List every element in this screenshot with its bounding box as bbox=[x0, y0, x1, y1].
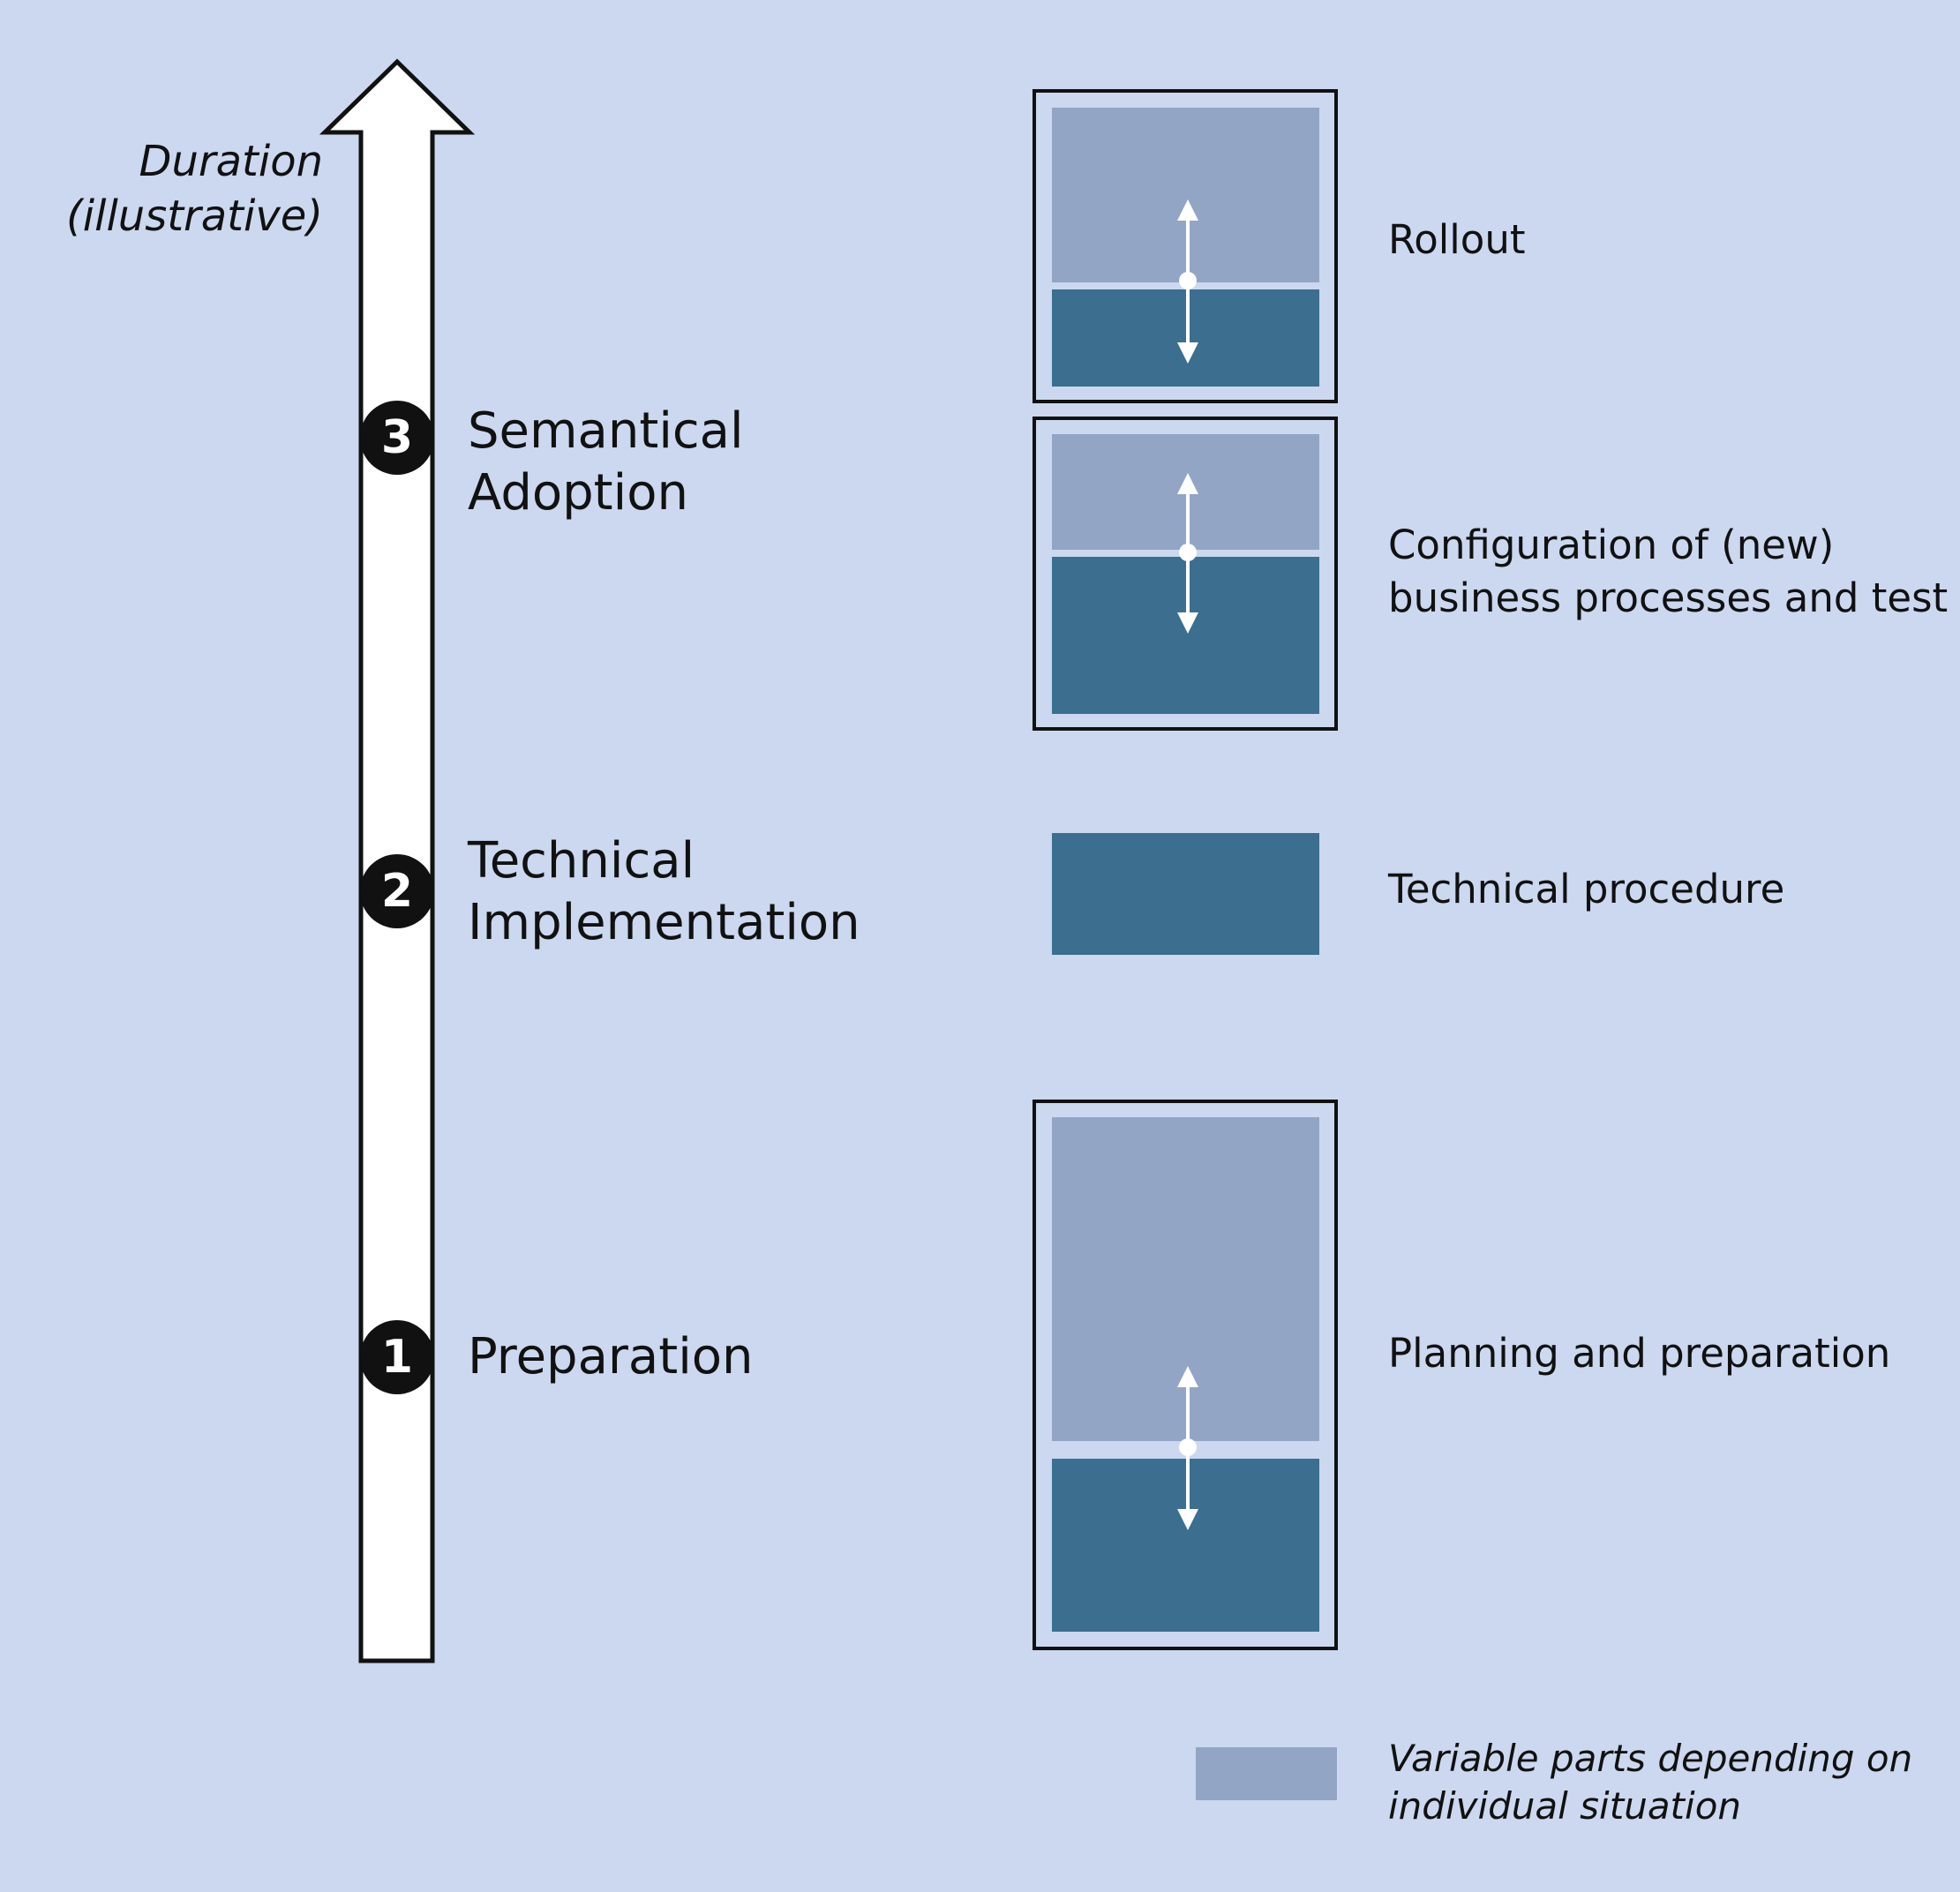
configuration-adjust-arrow bbox=[1177, 473, 1198, 634]
legend-label: Variable parts depending on individual s… bbox=[1388, 1735, 1912, 1830]
phase-badge-2 bbox=[360, 854, 434, 928]
phase-badge-1 bbox=[360, 1320, 434, 1394]
phase-label-3-line1: Semantical bbox=[468, 402, 744, 460]
phase-number-2: 2 bbox=[380, 865, 414, 918]
legend-swatch bbox=[1196, 1747, 1337, 1800]
phase-label-2: Technical Implementation bbox=[468, 830, 860, 954]
axis-label-line1: Duration bbox=[139, 137, 323, 186]
configuration-block bbox=[1033, 417, 1338, 731]
planning-fixed-part bbox=[1052, 1459, 1319, 1632]
planning-variable-part bbox=[1052, 1117, 1319, 1441]
phase-label-2-line2: Implementation bbox=[468, 894, 860, 951]
step-label-configuration: Configuration of (new) business processe… bbox=[1388, 519, 1948, 625]
step-label-planning: Planning and preparation bbox=[1388, 1330, 1891, 1377]
phase-label-1-line1: Preparation bbox=[468, 1328, 754, 1385]
phase-label-3-line2: Adoption bbox=[468, 464, 688, 522]
planning-block bbox=[1033, 1100, 1338, 1650]
rollout-variable-part bbox=[1052, 108, 1319, 282]
step-label-technical-procedure: Technical procedure bbox=[1388, 866, 1785, 912]
legend-label-line1: Variable parts depending on bbox=[1388, 1737, 1913, 1780]
configuration-variable-part bbox=[1052, 434, 1319, 550]
phase-badge-3 bbox=[360, 401, 434, 475]
rollout-block bbox=[1033, 89, 1338, 403]
planning-adjust-arrow bbox=[1177, 1366, 1198, 1530]
configuration-fixed-part bbox=[1052, 557, 1319, 714]
rollout-fixed-part bbox=[1052, 289, 1319, 387]
rollout-adjust-arrow bbox=[1177, 199, 1198, 364]
legend-label-line2: individual situation bbox=[1388, 1784, 1742, 1828]
phase-number-1: 1 bbox=[380, 1331, 414, 1384]
axis-label-line2: (illustrative) bbox=[66, 191, 323, 241]
phase-label-1: Preparation bbox=[468, 1326, 754, 1388]
phase-label-3: Semantical Adoption bbox=[468, 401, 744, 524]
step-label-rollout: Rollout bbox=[1388, 216, 1526, 263]
technical-procedure-block bbox=[1052, 833, 1319, 955]
step-label-configuration-line2: business processes and test bbox=[1388, 574, 1949, 621]
phase-label-2-line1: Technical bbox=[468, 832, 695, 890]
axis-label: Duration (illustrative) bbox=[66, 134, 323, 244]
step-label-configuration-line1: Configuration of (new) bbox=[1388, 522, 1835, 568]
phase-number-3: 3 bbox=[380, 411, 414, 464]
